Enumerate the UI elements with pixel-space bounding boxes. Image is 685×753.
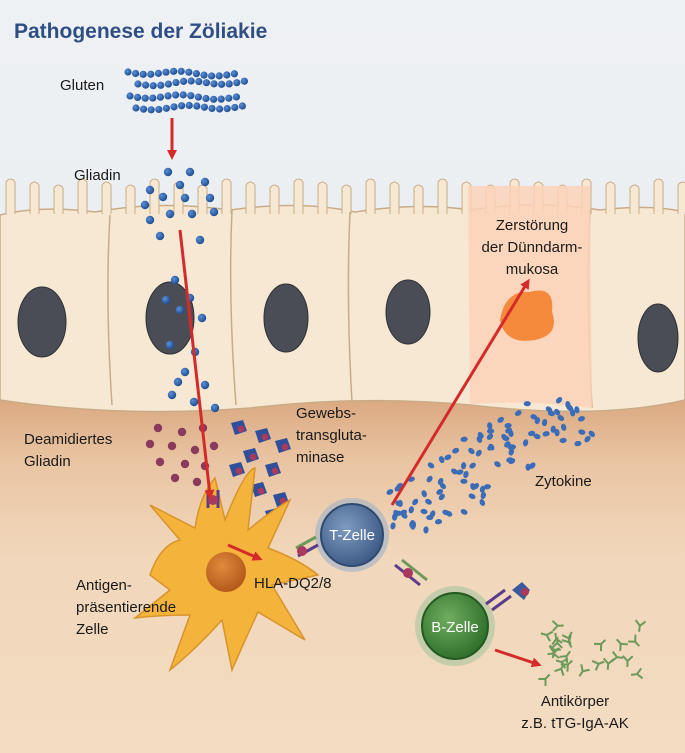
process-arrows <box>167 118 542 668</box>
antigen-presenting-cell <box>132 467 320 673</box>
b-cell: B-Zelle <box>415 586 495 666</box>
antibody-particles <box>538 619 647 686</box>
arrow-bcell-to-antibodies <box>494 648 542 668</box>
hla-tcr-synapse <box>295 535 319 558</box>
label-destruction-3: mukosa <box>506 261 559 278</box>
label-transglut-2: transgluta- <box>296 427 367 444</box>
label-hla: HLA-DQ2/8 <box>254 575 332 592</box>
label-transglut-3: minase <box>296 449 344 466</box>
transglutaminase-complexes <box>229 420 291 523</box>
label-destruction-1: Zerstörung <box>496 217 569 234</box>
label-gluten: Gluten <box>60 77 104 94</box>
t-cell-label: T-Zelle <box>329 527 375 544</box>
nucleus-4 <box>385 279 431 345</box>
lamina-propria <box>0 395 685 753</box>
label-gliadin: Gliadin <box>74 167 121 184</box>
page-title: Pathogenese der Zöliakie <box>14 20 267 43</box>
arrow-tcell-to-destruction <box>390 278 530 506</box>
label-transglut-1: Gewebs- <box>296 405 356 422</box>
nucleus-3 <box>263 283 309 353</box>
label-antibody-2: z.B. tTG-IgA-AK <box>521 715 629 732</box>
nucleus-5 <box>637 303 679 373</box>
b-cell-label: B-Zelle <box>431 619 479 636</box>
nucleus-1 <box>17 286 67 358</box>
label-antibody-1: Antikörper <box>541 693 609 710</box>
label-destruction-2: der Dünndarm- <box>482 239 583 256</box>
tb-synapse <box>394 558 428 587</box>
gluten-chains <box>124 67 248 114</box>
epithelium <box>0 178 685 413</box>
t-cell: T-Zelle <box>315 498 389 572</box>
label-apc-2: präsentierende <box>76 599 176 616</box>
apc-nucleus <box>206 552 246 592</box>
label-apc-1: Antigen- <box>76 577 132 594</box>
label-deamidated-2: Gliadin <box>24 453 71 470</box>
b-cell-receptor <box>485 582 530 612</box>
nucleus-2 <box>145 281 195 355</box>
cytokine-particles <box>386 397 595 534</box>
label-cytokines: Zytokine <box>535 473 592 490</box>
arrow-gliadin-to-apc <box>178 229 215 500</box>
label-apc-3: Zelle <box>76 621 109 638</box>
arrow-apc-to-hla <box>227 543 263 561</box>
label-deamidated-1: Deamidiertes <box>24 431 112 448</box>
